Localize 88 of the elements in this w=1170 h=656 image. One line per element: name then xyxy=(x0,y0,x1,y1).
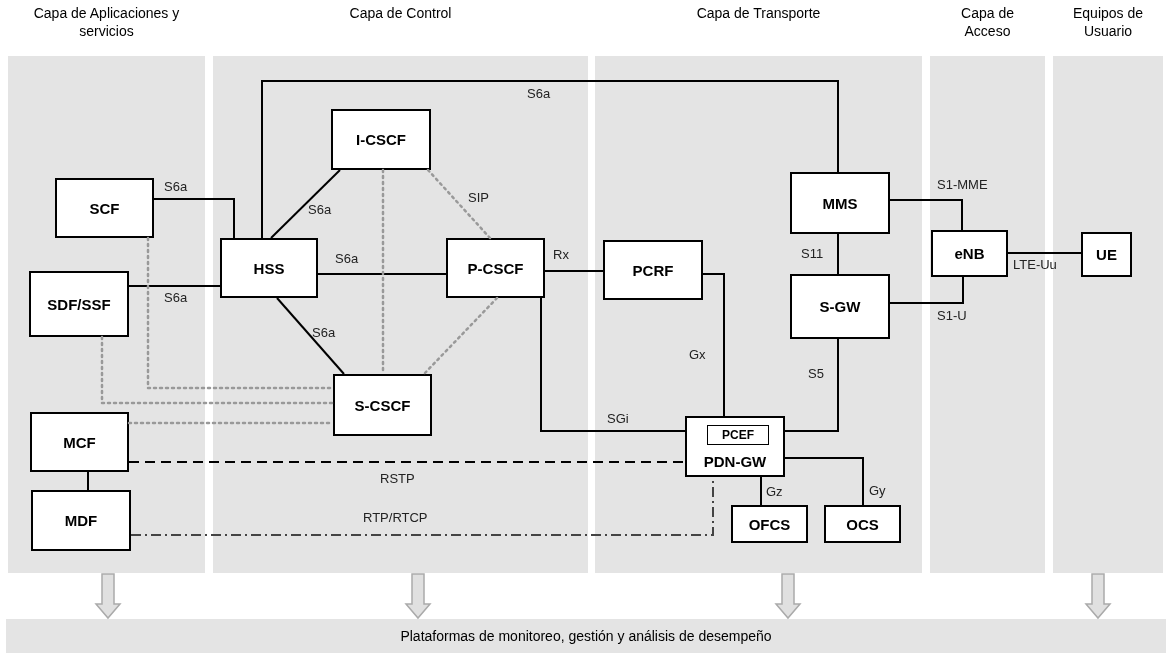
connector-line xyxy=(270,169,341,239)
function-box xyxy=(731,505,808,543)
function-box xyxy=(31,490,131,551)
node-label: PCRF xyxy=(632,262,674,278)
connector-line xyxy=(702,273,725,417)
node-label: SDF/SSF xyxy=(47,296,111,312)
connector-line xyxy=(540,297,686,432)
node-label: OCS xyxy=(846,516,879,532)
block-arrow xyxy=(1084,573,1112,620)
layer-column xyxy=(595,4,922,573)
edge-label: S6a xyxy=(164,291,188,304)
connector-line xyxy=(889,199,963,231)
connector-line xyxy=(87,471,89,491)
block-arrow xyxy=(94,573,122,620)
edge-label: S6a xyxy=(308,203,332,216)
layer-heading: Capa de Transporte xyxy=(696,4,821,22)
connector-line xyxy=(153,198,235,239)
node-label: UE xyxy=(1096,247,1117,262)
node-label: PDN-GW xyxy=(702,454,768,469)
connector-line xyxy=(837,233,839,275)
connector-line xyxy=(261,80,839,239)
dashed-connector xyxy=(128,461,686,463)
edge-label: Gy xyxy=(869,484,886,497)
node-label: I-CSCF xyxy=(356,132,406,147)
function-box xyxy=(1081,232,1132,277)
edge-label: Rx xyxy=(553,248,569,261)
edge-label: Gx xyxy=(689,348,706,361)
function-box xyxy=(790,172,890,234)
layer-heading: Capa de Acceso xyxy=(960,4,1015,40)
node-label: S-CSCF xyxy=(354,397,411,413)
layer-column xyxy=(8,4,205,573)
node-label: S-GW xyxy=(819,299,861,314)
connector-line xyxy=(784,457,864,506)
edge-label: S11 xyxy=(801,247,824,260)
node-label: OFCS xyxy=(748,516,791,532)
node-label: MDF xyxy=(64,513,98,528)
edge-label: SGi xyxy=(607,412,629,425)
function-box xyxy=(707,425,769,445)
platform-label: Plataformas de monitoreo, gestión y análisis de desempeño xyxy=(400,626,772,646)
layer-column xyxy=(213,4,588,573)
platform-band xyxy=(6,619,1166,653)
edge-label: S6a xyxy=(312,326,336,339)
edge-label: S1-MME xyxy=(937,178,988,191)
node-label: MMS xyxy=(822,195,858,211)
function-box xyxy=(824,505,901,543)
edge-label: S5 xyxy=(808,367,824,380)
edge-label: S6a xyxy=(335,252,359,265)
node-label: SCF xyxy=(89,200,120,216)
connector-line xyxy=(1007,252,1082,254)
function-box xyxy=(331,109,431,170)
function-box xyxy=(333,374,432,436)
connector-line xyxy=(784,338,839,432)
edge-label: SIP xyxy=(468,191,489,204)
function-box xyxy=(790,274,890,339)
gateway-box xyxy=(685,416,785,477)
layer-heading: Equipos de Usuario xyxy=(1071,4,1145,40)
function-box xyxy=(29,271,129,337)
edge-label: S6a xyxy=(164,180,188,193)
edge-label: RTP/RTCP xyxy=(363,511,428,524)
dotted-connector xyxy=(100,335,335,405)
connector-line xyxy=(128,285,221,287)
block-arrow xyxy=(774,573,802,620)
node-label: PCEF xyxy=(722,429,754,441)
function-box xyxy=(220,238,318,298)
node-label: P-CSCF xyxy=(467,260,524,276)
layer-heading: Capa de Aplicaciones y servicios xyxy=(32,4,181,40)
function-box xyxy=(446,238,545,298)
layer-heading: Capa de Control xyxy=(349,4,452,22)
edge-label: LTE-Uu xyxy=(1013,258,1057,271)
connector-line xyxy=(317,273,447,275)
connector-line xyxy=(889,276,964,304)
edge-label: Gz xyxy=(766,485,783,498)
node-label: MCF xyxy=(63,434,96,450)
node-label: eNB xyxy=(954,246,985,261)
dotted-connector xyxy=(422,296,499,376)
connector-line xyxy=(760,476,762,506)
block-arrow xyxy=(404,573,432,620)
edge-label: S1-U xyxy=(937,309,967,322)
function-box xyxy=(55,178,154,238)
node-label: HSS xyxy=(253,260,285,276)
function-box xyxy=(603,240,703,300)
edge-label: S6a xyxy=(527,87,551,100)
edge-label: RSTP xyxy=(380,472,415,485)
dotted-connector xyxy=(426,168,492,240)
connector-line xyxy=(544,270,604,272)
function-box xyxy=(931,230,1008,277)
function-box xyxy=(30,412,129,472)
connector-line xyxy=(276,297,345,375)
